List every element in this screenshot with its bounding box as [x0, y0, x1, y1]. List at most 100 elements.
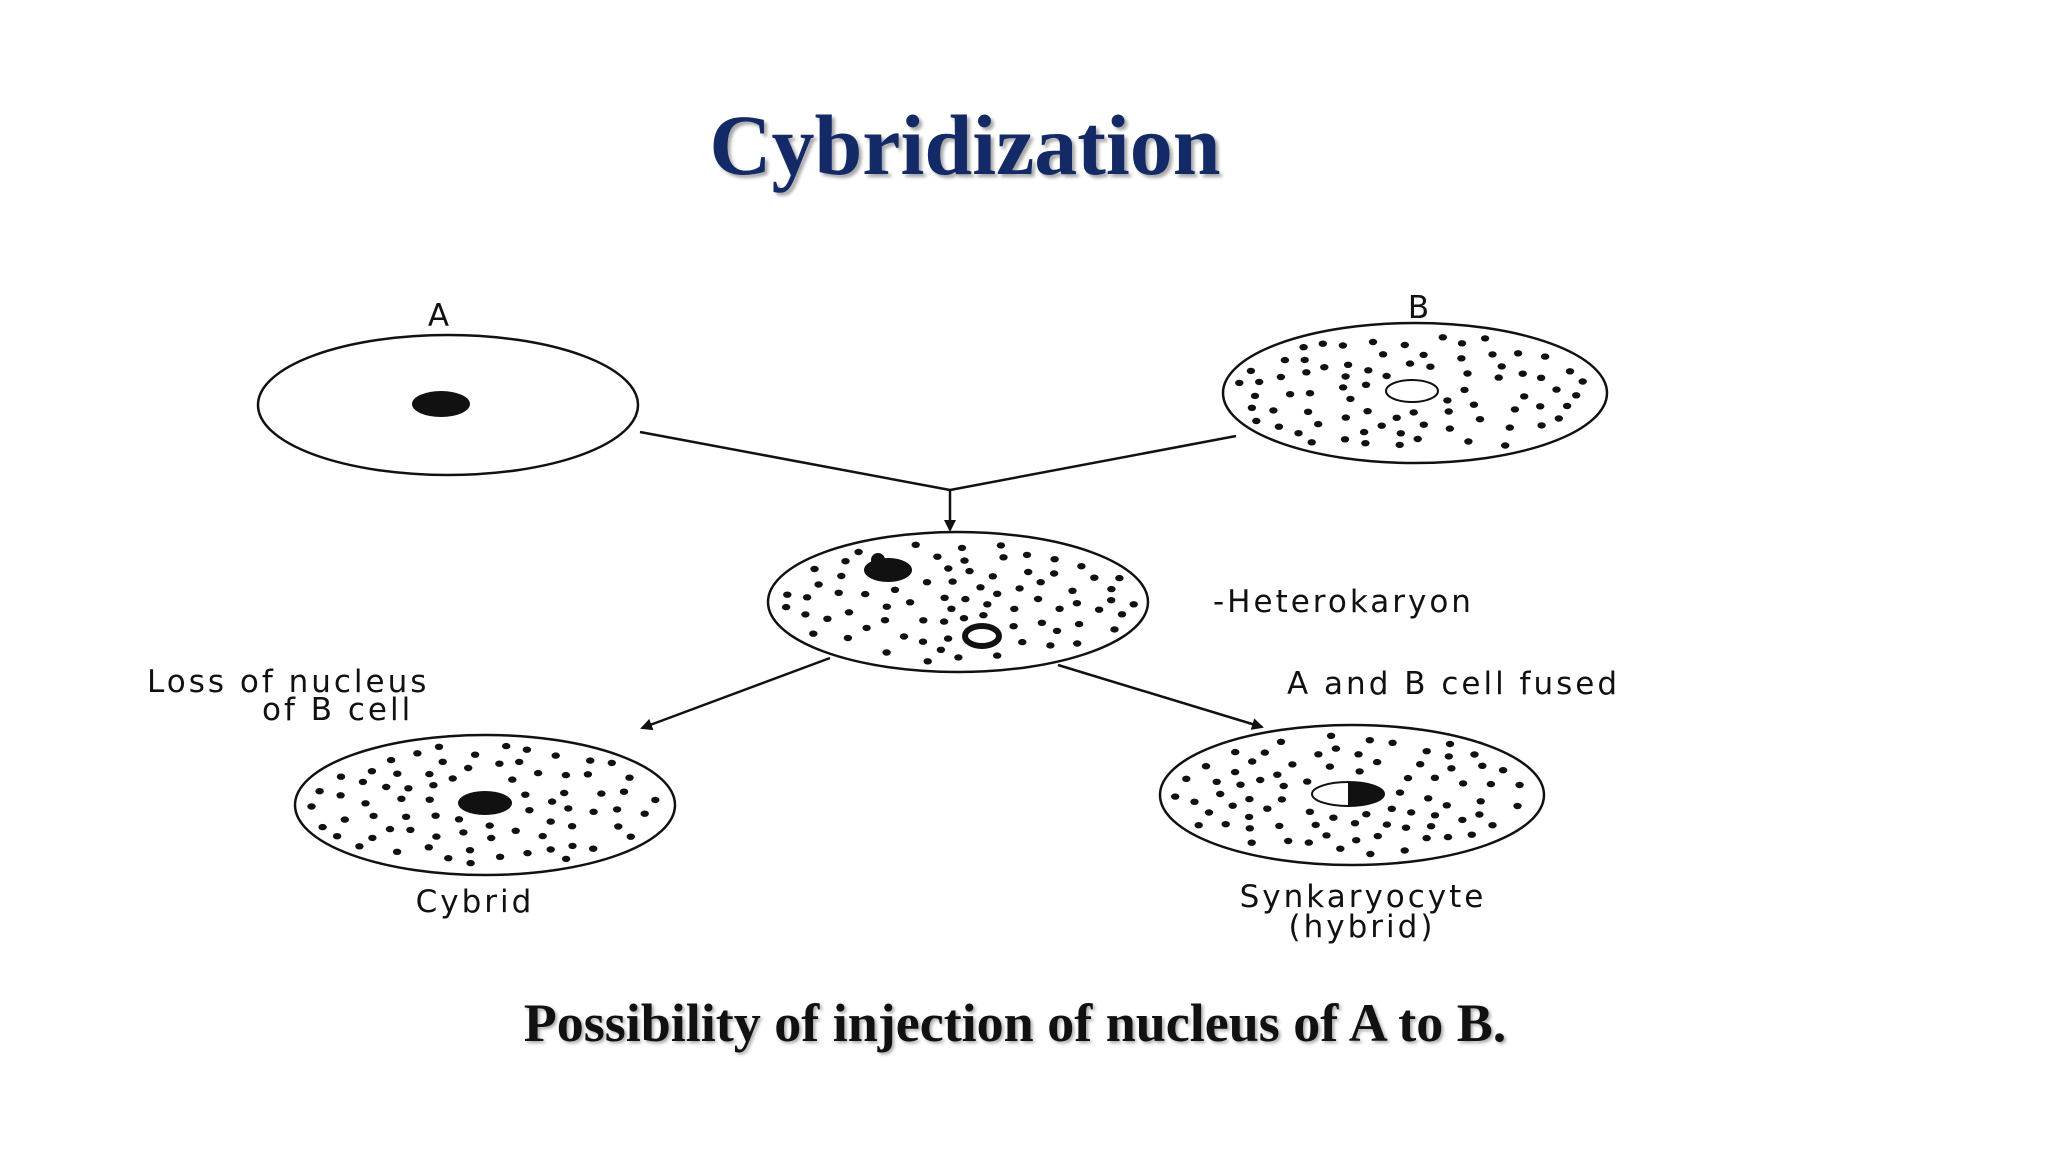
cytoplasm-dot	[1416, 761, 1425, 768]
cytoplasm-dot	[1395, 789, 1405, 796]
cytoplasm-dot	[1336, 845, 1345, 852]
cytoplasm-dot	[1515, 781, 1524, 789]
cytoplasm-dot	[1022, 551, 1032, 559]
cytoplasm-dot	[318, 823, 327, 831]
cytoplasm-dot	[1033, 595, 1043, 603]
cytoplasm-dot	[1460, 386, 1469, 394]
cytoplasm-dot	[367, 768, 377, 775]
cytoplasm-dot	[1277, 796, 1287, 803]
cytoplasm-dot	[586, 757, 595, 764]
cytoplasm-dot	[1107, 585, 1116, 593]
cytoplasm-dot	[567, 823, 577, 830]
cytoplasm-dot	[1228, 802, 1237, 809]
cytoplasm-dot	[1430, 812, 1440, 819]
cytoplasm-dot	[1276, 373, 1286, 381]
cytoplasm-dot	[1341, 373, 1350, 380]
cytoplasm-dot	[1049, 570, 1059, 577]
cytoplasm-dot	[1444, 753, 1454, 760]
cytoplasm-dot	[547, 798, 557, 805]
cytoplasm-dot	[1554, 415, 1564, 422]
cell-a	[256, 333, 640, 477]
cytoplasm-dot	[413, 750, 422, 757]
cytoplasm-dot	[1115, 574, 1124, 582]
cybrid-nucleus	[458, 791, 512, 815]
cytoplasm-dot	[429, 782, 438, 789]
cytoplasm-dot	[1513, 802, 1522, 810]
cytoplasm-dot	[781, 603, 791, 611]
cytoplasm-dot	[1457, 340, 1467, 347]
cytoplasm-dot	[943, 635, 953, 642]
cytoplasm-dot	[431, 812, 440, 819]
cytoplasm-dot	[1171, 793, 1180, 800]
cytoplasm-dot	[834, 589, 843, 596]
cytoplasm-dot	[538, 832, 547, 840]
cytoplasm-dot	[640, 810, 649, 817]
cytoplasm-dot	[1510, 406, 1520, 413]
cytoplasm-dot	[1403, 774, 1413, 782]
cytoplasm-dot	[1388, 739, 1397, 746]
cytoplasm-dot	[1055, 605, 1064, 612]
cytoplasm-dot	[307, 803, 316, 810]
cytoplasm-dot	[1430, 774, 1440, 781]
cytoplasm-dot	[1378, 351, 1388, 358]
cytoplasm-dot	[944, 565, 953, 572]
cytoplasm-dot	[583, 771, 593, 778]
cytoplasm-dot	[1518, 370, 1527, 377]
cytoplasm-dot	[1305, 390, 1315, 397]
cytoplasm-dot	[1396, 430, 1406, 437]
cytoplasm-dot	[1366, 850, 1375, 858]
cytoplasm-dot	[336, 773, 346, 780]
cytoplasm-dot	[1182, 775, 1191, 782]
cytoplasm-dot	[1305, 808, 1315, 815]
cytoplasm-dot	[810, 565, 819, 573]
cytoplasm-dot	[1419, 421, 1429, 428]
cytoplasm-dot	[1263, 805, 1272, 812]
cytoplasm-dot	[454, 816, 464, 823]
cytoplasm-dot	[1077, 563, 1086, 570]
cytoplasm-dot	[1494, 374, 1503, 381]
cytoplasm-dot	[1073, 640, 1082, 647]
cytoplasm-dot	[1419, 351, 1428, 359]
cytoplasm-dot	[1407, 809, 1416, 816]
cytoplasm-dot	[340, 816, 349, 823]
cytoplasm-dot	[802, 594, 812, 601]
cytoplasm-dot	[960, 557, 969, 564]
cytoplasm-dot	[1314, 420, 1323, 428]
cytoplasm-dot	[1565, 368, 1575, 375]
cytoplasm-dot	[1536, 374, 1546, 381]
cytoplasm-dot	[522, 746, 532, 753]
cytoplasm-dot	[1578, 378, 1587, 385]
cytoplasm-dot	[1540, 353, 1550, 360]
cytoplasm-dot	[999, 554, 1008, 561]
cytoplasm-dot	[1392, 414, 1401, 421]
cytoplasm-dot	[1212, 778, 1221, 785]
cytoplasm-dot	[882, 603, 891, 610]
cytoplasm-dot	[1303, 408, 1313, 415]
cytoplasm-dot	[425, 796, 434, 803]
cytoplasm-dot	[1052, 627, 1062, 635]
cytoplasm-dot	[922, 579, 932, 586]
cytoplasm-dot	[448, 775, 457, 782]
cytoplasm-dot	[607, 759, 616, 767]
cytoplasm-dot	[1302, 369, 1311, 376]
cytoplasm-dot	[1235, 379, 1244, 387]
cytoplasm-dot	[1304, 839, 1314, 846]
cytoplasm-dot	[961, 595, 970, 603]
cytoplasm-dot	[936, 646, 946, 653]
cytoplasm-dot	[841, 558, 850, 565]
cytoplasm-dot	[1072, 600, 1082, 607]
cytoplasm-dot	[1280, 356, 1290, 364]
cytoplasm-dot	[1464, 438, 1473, 445]
cytoplasm-dot	[508, 776, 517, 783]
cytoplasm-dot	[495, 853, 505, 860]
cytoplasm-dot	[1247, 404, 1257, 411]
cytoplasm-dot	[432, 833, 441, 840]
cell-a-label: A	[428, 298, 452, 334]
cytoplasm-dot	[837, 572, 846, 580]
cytoplasm-dot	[1307, 439, 1316, 446]
cytoplasm-dot	[1354, 751, 1363, 758]
cytoplasm-dot	[465, 847, 475, 854]
cytoplasm-dot	[1285, 391, 1295, 398]
cytoplasm-dot	[1400, 847, 1409, 854]
cytoplasm-dot	[1400, 341, 1410, 349]
